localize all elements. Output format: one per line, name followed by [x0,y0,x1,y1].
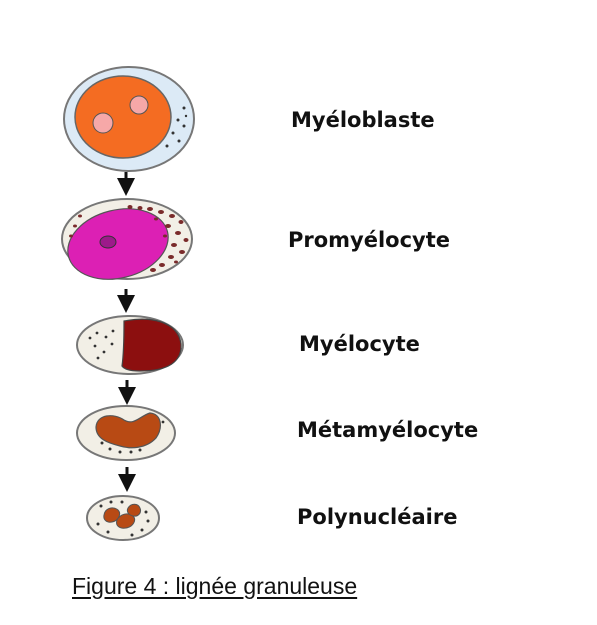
nucleolus [129,95,149,115]
stage-arrows [117,172,136,492]
stage-label-myeloblaste: Myéloblaste [291,108,435,132]
granules [165,106,188,148]
myeloblast-nucleus [74,75,172,159]
myelocyte-cell [76,315,184,375]
granules [69,205,189,272]
metamyelocyte-nucleus [95,412,161,449]
granules [96,500,150,537]
stage-label-myelocyte: Myélocyte [299,332,420,356]
promyelocyte-cell [61,198,193,280]
granules [100,420,165,454]
myelocyte-nucleus [121,318,182,372]
promyelocyte-nucleus [67,208,169,280]
figure-caption: Figure 4 : lignée granuleuse [72,573,358,599]
granules [88,329,115,360]
stage-label-promyelocyte: Promyélocyte [288,228,450,252]
myeloblast-cell [63,66,195,172]
polynuclear-nucleus-lobes [103,503,141,529]
polynuclear-cell [86,495,160,541]
nucleolus [92,112,114,134]
stage-label-metamyelocyte: Métamyélocyte [297,418,478,442]
nucleolus [99,235,117,249]
stage-label-polynucleaire: Polynucléaire [297,505,457,529]
metamyelocyte-cell [76,405,176,461]
